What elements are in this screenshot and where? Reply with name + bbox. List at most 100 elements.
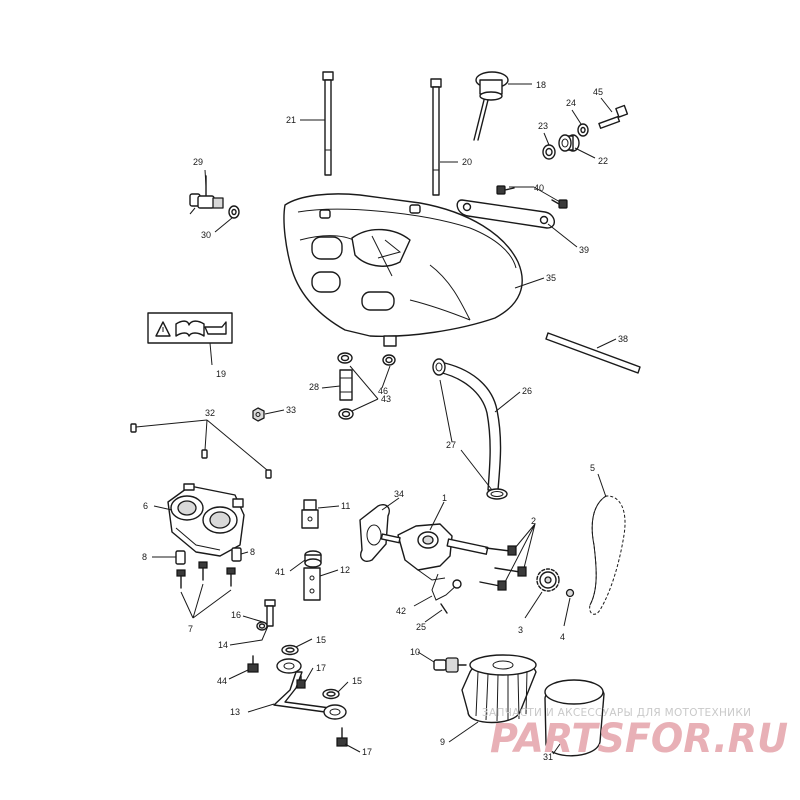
callout-34: 34	[394, 489, 404, 499]
callout-1: 1	[442, 493, 447, 503]
callout-24: 24	[566, 98, 576, 108]
callout-9: 9	[440, 737, 445, 747]
callout-2: 2	[531, 516, 536, 526]
callout-27: 27	[446, 440, 456, 450]
banjo-bolt-16	[264, 599, 276, 627]
callout-17b: 17	[362, 747, 372, 757]
gasket-34	[359, 504, 390, 562]
callout-46: 46	[378, 386, 388, 396]
fitting-28	[339, 369, 353, 401]
callout-18: 18	[536, 80, 546, 90]
callout-15b: 15	[352, 676, 362, 686]
callout-8a: 8	[142, 552, 147, 562]
callout-42: 42	[396, 606, 406, 616]
washer-43a	[337, 352, 353, 364]
oil-temp-sender	[189, 175, 224, 215]
bolt-40a	[496, 185, 515, 195]
callout-44: 44	[217, 676, 227, 686]
callout-5: 5	[590, 463, 595, 473]
callout-8b: 8	[250, 547, 255, 557]
callout-39: 39	[579, 245, 589, 255]
callout-15a: 15	[316, 635, 326, 645]
hose-clamp-27a	[432, 358, 446, 376]
oil-filter-9	[461, 654, 537, 724]
callout-22: 22	[598, 156, 608, 166]
spacer-41	[304, 550, 322, 568]
washer-15a	[281, 644, 299, 656]
watermark-brand: PARTSFOR.RU	[490, 716, 788, 762]
callout-4: 4	[560, 632, 565, 642]
bolt-17b	[336, 727, 348, 747]
bushing-22	[558, 134, 580, 152]
callout-23: 23	[538, 121, 548, 131]
long-bolt-21	[322, 71, 334, 176]
callout-16: 16	[231, 610, 241, 620]
callout-10: 10	[410, 647, 420, 657]
hose-26	[437, 361, 502, 491]
washer-14	[256, 621, 268, 631]
screw-7b	[198, 561, 208, 581]
callout-labels: 21 20 18 29 30 24 45 23 22 40 39 35 19 3…	[142, 80, 628, 762]
oil-pipe-13	[273, 658, 347, 720]
sprocket	[536, 568, 560, 592]
valve-12	[303, 567, 321, 601]
feed-pipe-42	[431, 573, 462, 601]
filter-adapter-10	[433, 657, 467, 673]
callout-11: 11	[341, 501, 350, 511]
bolt-2b	[494, 566, 527, 577]
dowel-32c	[265, 469, 272, 479]
callout-29: 29	[193, 157, 203, 167]
callout-33: 33	[286, 405, 296, 415]
callout-30: 30	[201, 230, 211, 240]
callout-40: 40	[534, 183, 544, 193]
callout-43: 43	[381, 394, 391, 404]
callout-32: 32	[205, 408, 215, 418]
valve-11	[301, 499, 319, 529]
grommet-23	[542, 144, 556, 160]
hose-clamp-27b	[486, 488, 508, 500]
leader-lines	[135, 83, 617, 755]
long-bolt-20	[430, 78, 442, 196]
bolt-44	[247, 655, 259, 673]
callout-35: 35	[546, 273, 556, 283]
callout-21: 21	[286, 115, 296, 125]
callout-41: 41	[275, 567, 285, 577]
filler-cap-dipstick	[473, 71, 509, 141]
callout-38: 38	[618, 334, 628, 344]
callout-14: 14	[218, 640, 228, 650]
bolt-2c	[479, 580, 507, 591]
oil-tank	[283, 193, 523, 347]
bolt-45	[598, 104, 629, 129]
callout-19: 19	[216, 369, 226, 379]
nut-33	[252, 407, 265, 422]
pump-housing	[167, 483, 245, 557]
callout-7: 7	[188, 624, 193, 634]
callout-17a: 17	[316, 663, 326, 673]
washer-24	[577, 123, 589, 137]
bolt-2a	[485, 545, 517, 556]
hose-38	[545, 332, 641, 374]
screw-7a	[176, 569, 186, 589]
watermark: ЗАПЧАСТИ И АКСЕССУАРЫ ДЛЯ МОТОТЕХНИКИ PA…	[482, 707, 788, 762]
washer-30	[228, 205, 240, 219]
clip-25	[440, 603, 448, 614]
washer-15b	[322, 688, 340, 700]
key-4	[565, 588, 575, 598]
filter-cover-31	[544, 679, 605, 757]
dowel-8b	[231, 547, 242, 562]
warning-label	[147, 312, 233, 344]
screw-7c	[226, 567, 236, 587]
washer-46	[382, 354, 396, 366]
dowel-32b	[201, 449, 208, 459]
callout-12: 12	[340, 565, 350, 575]
callout-25: 25	[416, 622, 426, 632]
dowel-32a	[130, 423, 137, 433]
callout-45: 45	[593, 87, 603, 97]
tank-bracket	[456, 199, 555, 229]
bolt-40b	[551, 199, 568, 209]
callout-3: 3	[518, 625, 523, 635]
drive-chain	[589, 495, 626, 615]
callout-26: 26	[522, 386, 532, 396]
dowel-8a	[175, 550, 186, 565]
